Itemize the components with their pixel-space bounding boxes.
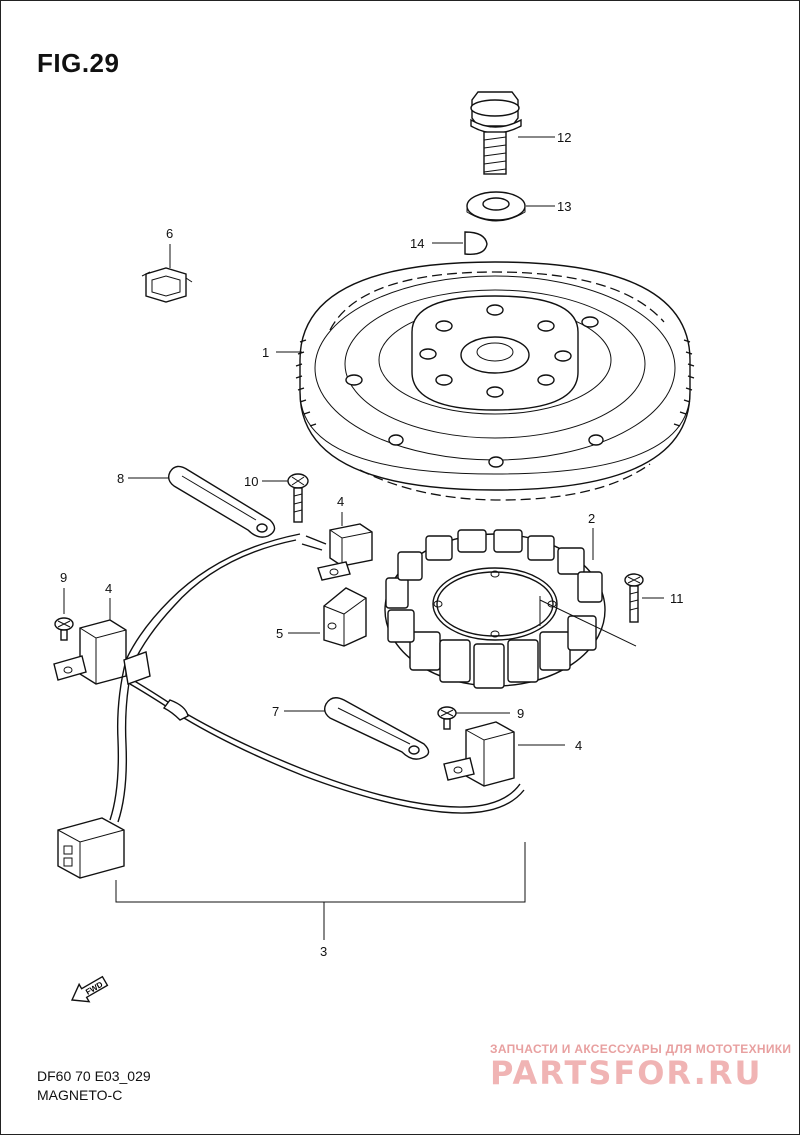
callout-4-left: 4 xyxy=(105,581,112,596)
callout-12: 12 xyxy=(557,130,571,145)
callout-5: 5 xyxy=(276,626,283,641)
callout-6: 6 xyxy=(166,226,173,241)
flywheel-hidden-edge-top xyxy=(329,271,665,331)
bracket-5[interactable] xyxy=(323,587,367,647)
callout-9-left: 9 xyxy=(60,570,67,585)
connector-3[interactable] xyxy=(57,817,125,879)
wire-harness-3[interactable] xyxy=(109,533,525,823)
fwd-arrow-icon: FWD xyxy=(70,975,109,1003)
sensor-4-top[interactable] xyxy=(317,523,373,581)
screw-11[interactable] xyxy=(624,573,644,623)
callout-14: 14 xyxy=(410,236,424,251)
callout-10: 10 xyxy=(244,474,258,489)
stator-2[interactable] xyxy=(384,529,606,689)
screw-10[interactable] xyxy=(287,473,309,523)
screw-9-right[interactable] xyxy=(437,706,457,730)
key-14[interactable] xyxy=(464,231,488,255)
callout-4-top: 4 xyxy=(337,494,344,509)
callout-1: 1 xyxy=(262,345,269,360)
flywheel-hidden-edge-bottom xyxy=(359,463,651,501)
flywheel-1[interactable] xyxy=(295,261,695,491)
callout-4-right: 4 xyxy=(575,738,582,753)
callout-9-right: 9 xyxy=(517,706,524,721)
callout-13: 13 xyxy=(557,199,571,214)
strap-7[interactable] xyxy=(323,697,430,760)
callout-7: 7 xyxy=(272,704,279,719)
diagram-name: MAGNETO-C xyxy=(37,1087,123,1103)
screw-9-left[interactable] xyxy=(54,617,74,641)
figure-title: FIG.29 xyxy=(37,48,120,78)
watermark-brand: PARTSFOR.RU xyxy=(490,1054,763,1092)
clip-6[interactable] xyxy=(141,267,193,303)
bolt-12[interactable] xyxy=(470,91,522,175)
washer-13[interactable] xyxy=(466,191,526,222)
callout-11: 11 xyxy=(670,591,684,606)
diagram-code: DF60 70 E03_029 xyxy=(37,1068,151,1084)
watermark-tagline: ЗАПЧАСТИ И АКСЕССУАРЫ ДЛЯ МОТОТЕХНИКИ xyxy=(490,1042,792,1056)
callout-3: 3 xyxy=(320,944,327,959)
assembly-bracket-3 xyxy=(115,842,526,903)
strap-8[interactable] xyxy=(167,465,276,538)
callout-8: 8 xyxy=(117,471,124,486)
stator-wire-lead xyxy=(539,596,637,647)
callout-2: 2 xyxy=(588,511,595,526)
sensor-4-right[interactable] xyxy=(443,721,515,787)
